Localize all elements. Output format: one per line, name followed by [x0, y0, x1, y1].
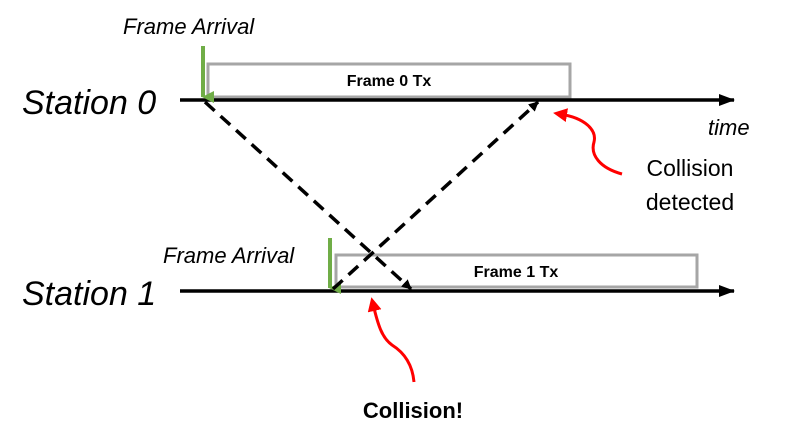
propagation-station-1-to-0-arrow [331, 100, 540, 291]
station-1-frame-arrival-label: Frame Arrival [163, 243, 295, 268]
station-0-frame-arrival-label: Frame Arrival [123, 14, 255, 39]
time-axis-label: time [708, 115, 750, 140]
frame-0-tx-label: Frame 0 Tx [347, 73, 432, 90]
collision-detected-arrow [553, 108, 623, 176]
collision-arrow [367, 297, 416, 383]
collision-detected-label-line2: detected [646, 189, 734, 215]
collision-detected-label-line1: Collision [647, 155, 734, 181]
frame-0-tx-box [206, 62, 572, 99]
frame-1-tx-label: Frame 1 Tx [474, 264, 559, 281]
station-1-label: Station 1 [22, 275, 156, 313]
frame-1-tx-box [334, 253, 699, 289]
propagation-station-0-to-1-arrow [203, 100, 413, 291]
collision-label: Collision! [363, 398, 463, 423]
station-0-label: Station 0 [22, 84, 156, 122]
